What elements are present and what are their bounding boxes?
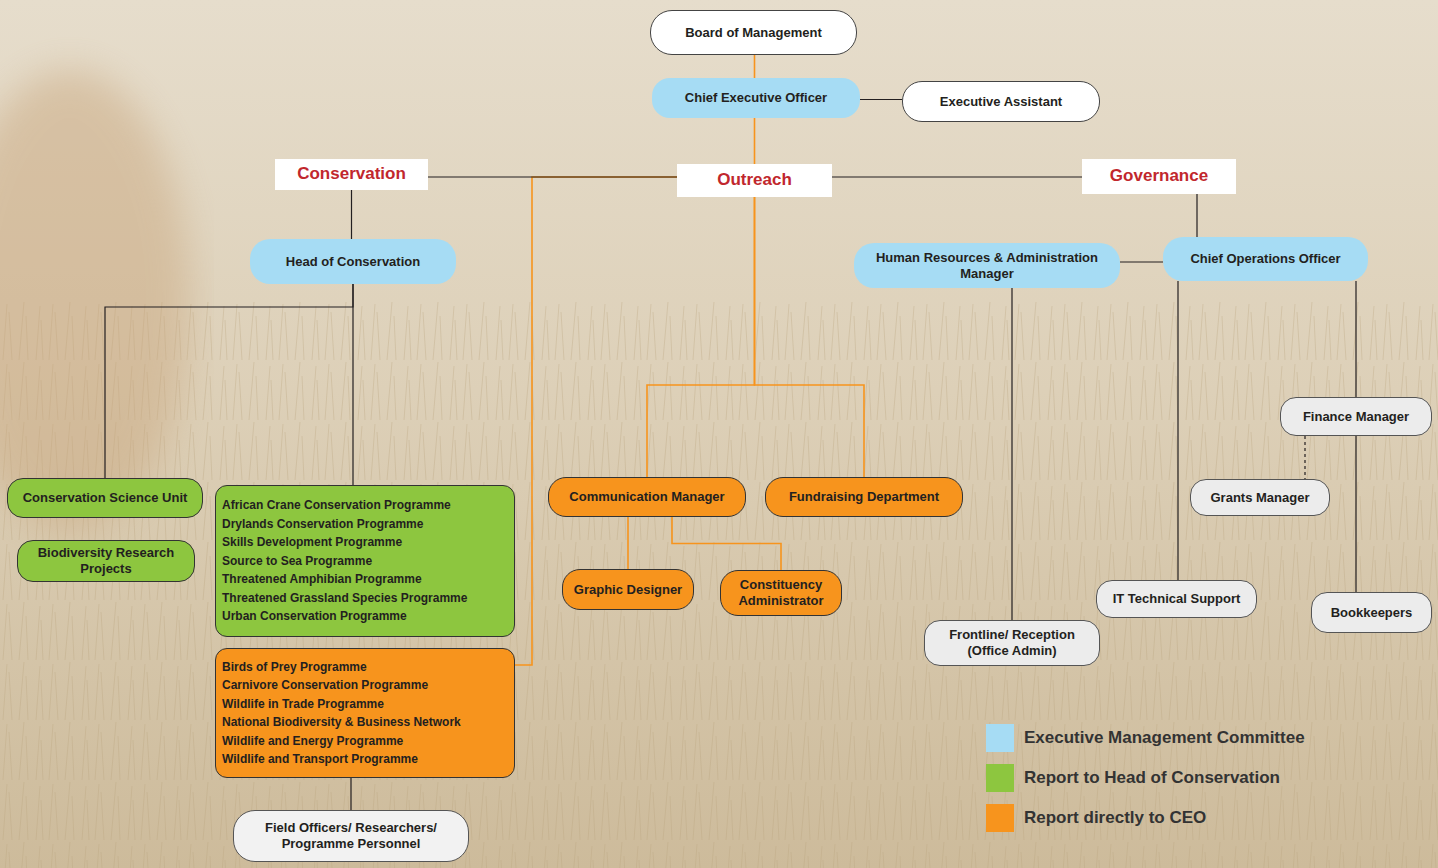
- org-box: Chief Operations Officer: [1163, 237, 1368, 281]
- org-box: Head of Conservation: [250, 239, 456, 284]
- box-label: Wildlife and Energy Programme: [222, 732, 403, 751]
- box-label: Source to Sea Programme: [222, 552, 372, 571]
- legend-swatch: [986, 804, 1014, 832]
- box-label: Finance Manager: [1303, 409, 1409, 425]
- org-box: Bookkeepers: [1311, 592, 1432, 633]
- org-box: Conservation Science Unit: [7, 478, 203, 518]
- box-label: Biodiversity Research Projects: [26, 545, 186, 576]
- org-box: Human Resources & Administration Manager: [854, 243, 1120, 288]
- box-label: Graphic Designer: [574, 582, 682, 598]
- connector-line: [1177, 281, 1178, 580]
- box-label: Drylands Conservation Programme: [222, 515, 423, 534]
- org-box: Biodiversity Research Projects: [17, 540, 195, 582]
- org-box: IT Technical Support: [1096, 580, 1257, 618]
- box-label: African Crane Conservation Programme: [222, 496, 451, 515]
- connector-line: [1196, 194, 1197, 237]
- connector-line: [1120, 261, 1163, 262]
- org-box: Board of Management: [650, 10, 857, 55]
- connector-line: [754, 55, 756, 78]
- org-box: Chief Executive Officer: [652, 78, 860, 118]
- box-label: Fundraising Department: [789, 489, 939, 505]
- box-label: Frontline/ Reception (Office Admin): [933, 627, 1091, 658]
- connector-line: [860, 99, 902, 100]
- connector-line: [1355, 281, 1356, 397]
- connector-line: [832, 176, 1082, 177]
- box-label: Conservation Science Unit: [23, 490, 188, 506]
- org-box: Executive Assistant: [902, 81, 1100, 122]
- box-label: Carnivore Conservation Programme: [222, 676, 428, 695]
- box-label: Birds of Prey Programme: [222, 658, 367, 677]
- connector-line: [754, 118, 756, 164]
- box-label: Outreach: [717, 170, 792, 190]
- legend-row: Executive Management Committee: [986, 718, 1305, 758]
- box-label: Head of Conservation: [286, 254, 420, 270]
- connector-line: [352, 284, 353, 485]
- box-label: Chief Operations Officer: [1190, 251, 1340, 267]
- connector-line: [647, 197, 755, 477]
- programme-list-box: Birds of Prey ProgrammeCarnivore Conserv…: [215, 648, 515, 778]
- connector-line: [672, 517, 781, 570]
- box-label: Communication Manager: [569, 489, 724, 505]
- legend-swatch: [986, 764, 1014, 792]
- connector-line: [627, 517, 629, 569]
- org-box: Outreach: [677, 164, 832, 197]
- box-label: Threatened Amphibian Programme: [222, 570, 422, 589]
- legend-row: Report directly to CEO: [986, 798, 1305, 838]
- box-label: Threatened Grassland Species Programme: [222, 589, 467, 608]
- connector-line: [1304, 436, 1305, 479]
- box-label: Skills Development Programme: [222, 533, 402, 552]
- org-box: Conservation: [275, 159, 428, 190]
- legend: Executive Management CommitteeReport to …: [986, 718, 1305, 838]
- org-box: Governance: [1082, 159, 1236, 194]
- box-label: Human Resources & Administration Manager: [862, 250, 1112, 281]
- box-label: Urban Conservation Programme: [222, 607, 407, 626]
- org-box: Field Officers/ Researchers/ Programme P…: [233, 810, 469, 862]
- box-label: Constituency Administrator: [729, 577, 833, 608]
- box-label: Field Officers/ Researchers/ Programme P…: [242, 820, 460, 851]
- connector-line: [350, 778, 351, 810]
- org-box: Grants Manager: [1190, 479, 1330, 516]
- legend-swatch: [986, 724, 1014, 752]
- box-label: Bookkeepers: [1331, 605, 1413, 621]
- programme-list-box: African Crane Conservation ProgrammeDryl…: [215, 485, 515, 637]
- box-label: Governance: [1110, 166, 1208, 186]
- box-label: Wildlife in Trade Programme: [222, 695, 384, 714]
- org-box: Graphic Designer: [562, 569, 694, 610]
- org-box: Communication Manager: [548, 477, 746, 517]
- animal-silhouette: [0, 70, 190, 530]
- box-label: Executive Assistant: [940, 94, 1062, 110]
- connector-line: [105, 284, 353, 478]
- legend-text: Report directly to CEO: [1024, 808, 1206, 828]
- org-box: Frontline/ Reception (Office Admin): [924, 620, 1100, 666]
- box-label: Grants Manager: [1211, 490, 1310, 506]
- connector-line: [428, 176, 677, 177]
- legend-text: Report to Head of Conservation: [1024, 768, 1280, 788]
- connector-line: [1355, 436, 1356, 592]
- box-label: Conservation: [297, 164, 406, 184]
- connector-line: [755, 197, 865, 477]
- connector-line: [351, 190, 352, 239]
- connector-line: [1011, 288, 1012, 620]
- box-label: National Biodiversity & Business Network: [222, 713, 461, 732]
- box-label: Chief Executive Officer: [685, 90, 827, 106]
- box-label: IT Technical Support: [1113, 591, 1241, 607]
- org-box: Constituency Administrator: [720, 570, 842, 616]
- legend-row: Report to Head of Conservation: [986, 758, 1305, 798]
- legend-text: Executive Management Committee: [1024, 728, 1305, 748]
- box-label: Board of Management: [685, 25, 822, 41]
- org-box: Finance Manager: [1280, 397, 1432, 436]
- org-box: Fundraising Department: [765, 477, 963, 517]
- box-label: Wildlife and Transport Programme: [222, 750, 418, 769]
